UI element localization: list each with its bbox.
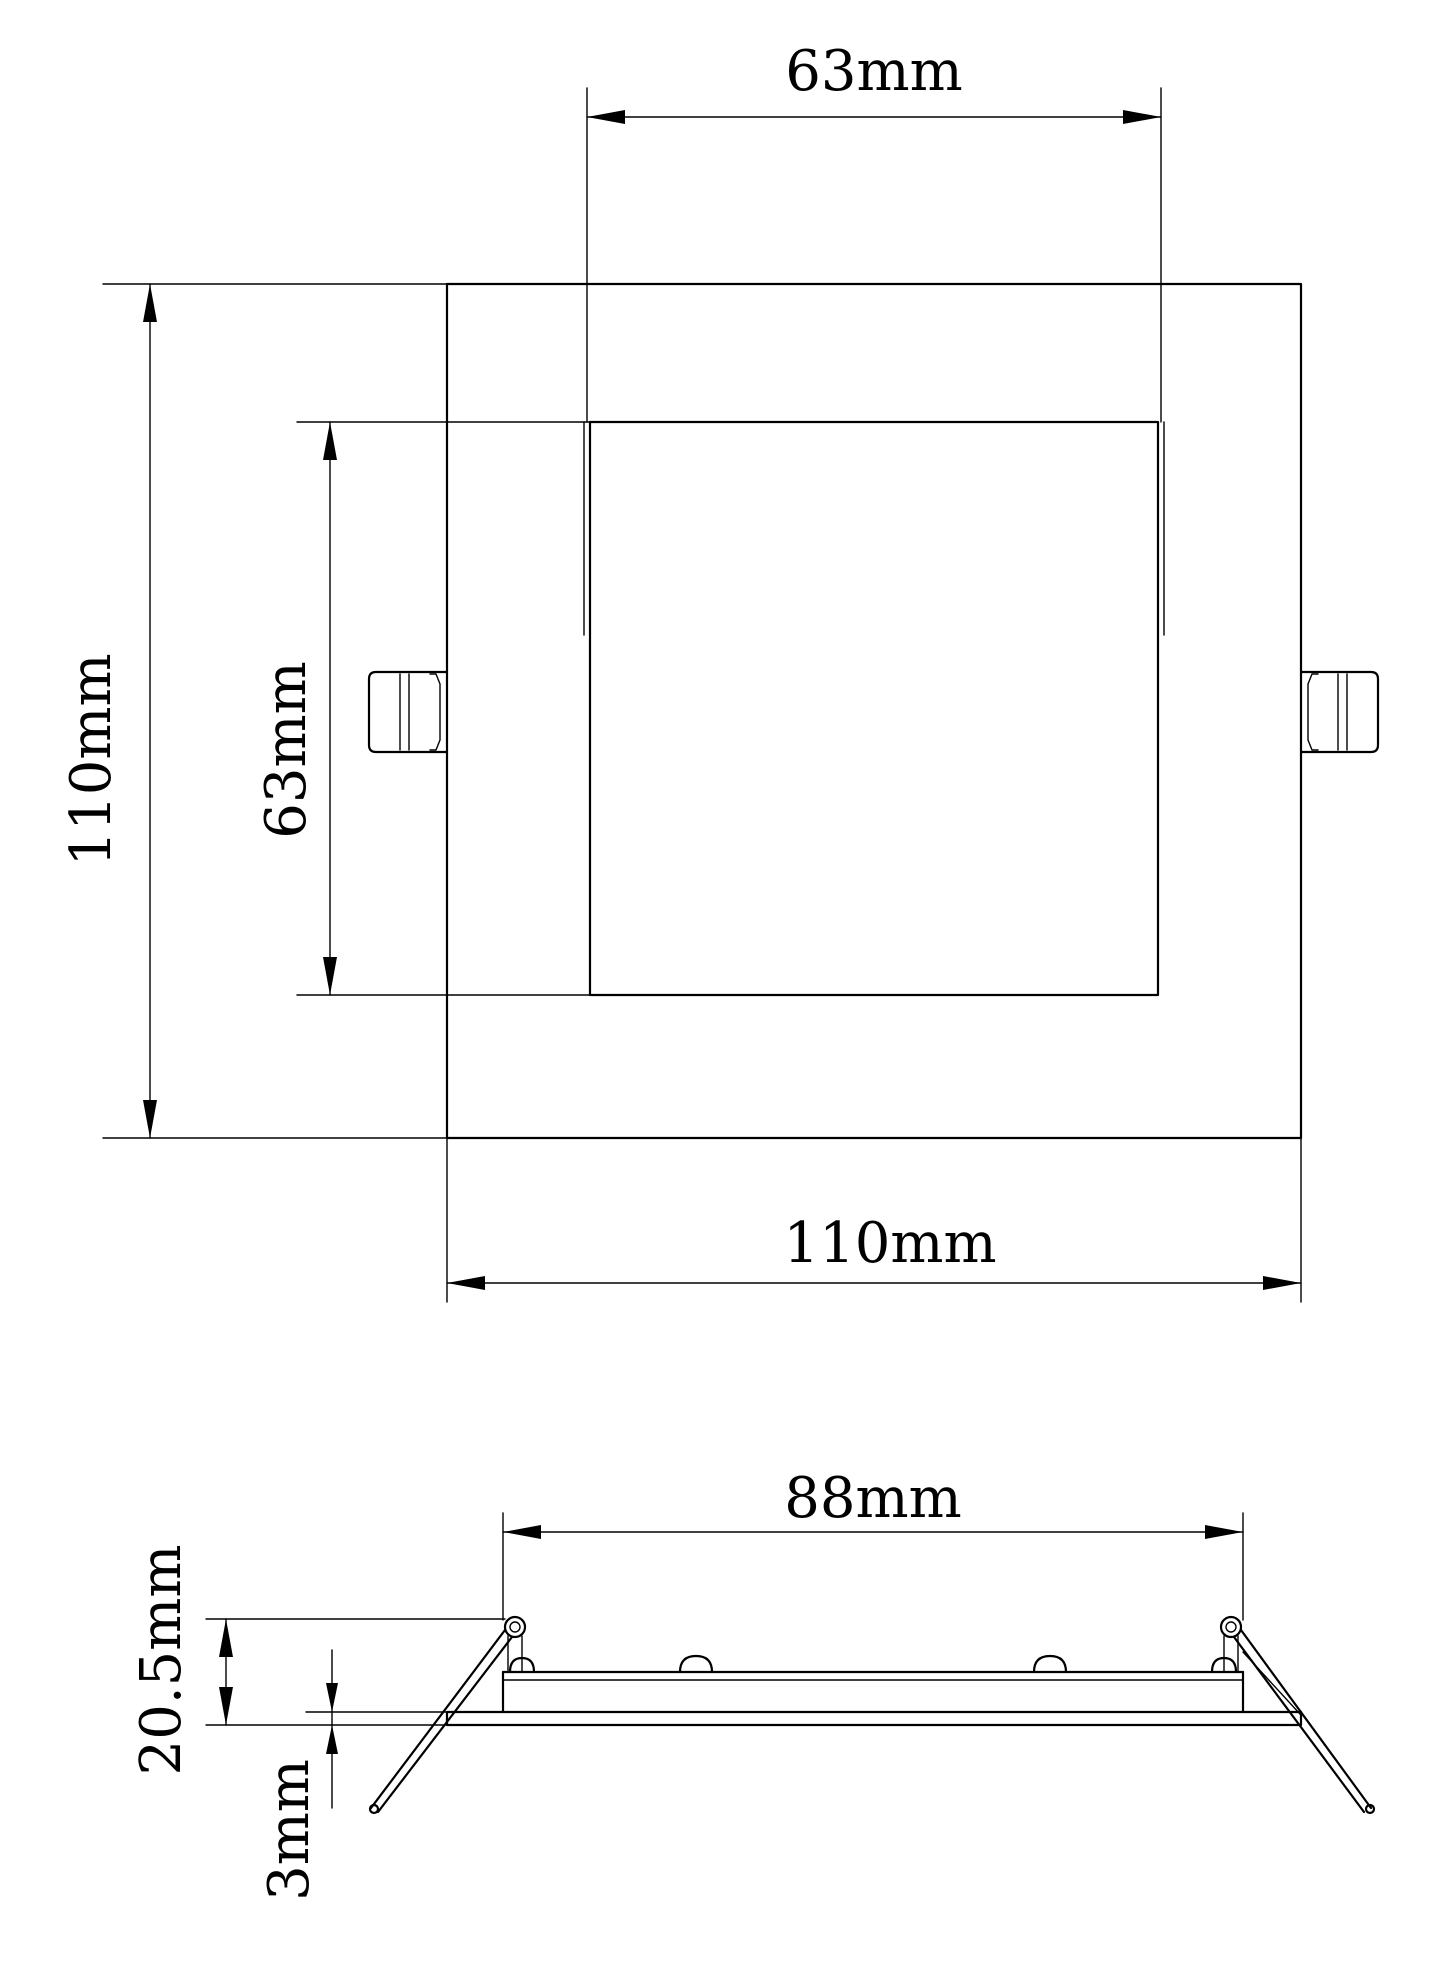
outer-height-dimension: 110mm xyxy=(59,283,448,1139)
height-label: 20.5mm xyxy=(129,1545,194,1776)
outer-width-dimension: 110mm xyxy=(446,1137,1302,1303)
flange-outline xyxy=(445,1710,1303,1727)
height-dimension: 20.5mm xyxy=(129,1545,506,1776)
inner-panel-outline xyxy=(588,420,1160,997)
inner-height-label: 63mm xyxy=(254,661,319,838)
inner-width-dimension: 63mm xyxy=(586,39,1162,423)
panel-body xyxy=(501,1654,1245,1714)
outer-height-label: 110mm xyxy=(59,653,124,866)
right-spring-clip xyxy=(1219,1615,1376,1815)
cutout-width-dimension: 88mm xyxy=(502,1466,1244,1621)
top-view: 63mm 63mm 110mm 110mm xyxy=(59,39,1380,1303)
outer-panel-outline xyxy=(445,282,1303,1140)
flange-label: 3mm xyxy=(257,1759,322,1901)
cutout-width-label: 88mm xyxy=(784,1466,961,1531)
outer-width-label: 110mm xyxy=(783,1211,996,1276)
left-mounting-clip xyxy=(367,670,449,754)
inner-width-label: 63mm xyxy=(785,39,962,104)
inner-height-dimension: 63mm xyxy=(254,421,591,996)
flange-dimension: 3mm xyxy=(257,1649,448,1901)
side-view: 88mm 20.5mm 3mm xyxy=(129,1466,1376,1901)
right-mounting-clip xyxy=(1299,670,1380,754)
